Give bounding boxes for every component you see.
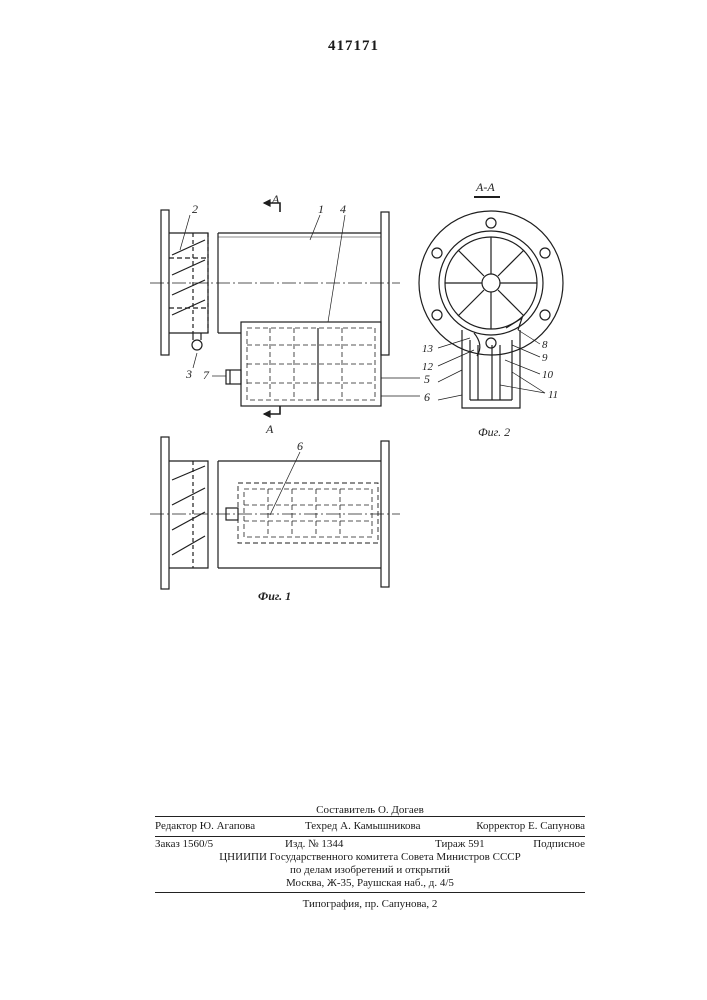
callout-13: 13 xyxy=(422,343,434,355)
callout-4: 4 xyxy=(340,202,346,216)
callout-6: 6 xyxy=(424,390,430,404)
callout-7: 7 xyxy=(203,368,210,382)
fig1-caption: Фиг. 1 xyxy=(258,589,291,603)
org-line-1: ЦНИИПИ Государственного комитета Совета … xyxy=(155,851,585,864)
rule-1 xyxy=(155,816,585,817)
callout-2: 2 xyxy=(192,202,198,216)
fig1-top-view xyxy=(150,200,420,417)
technical-drawing: 2 1 4 3 7 5 6 А А 6 Фиг. 1 А-А 13 12 8 9… xyxy=(0,0,707,620)
section-mark-top: А xyxy=(271,192,280,206)
callout-6-lower: 6 xyxy=(297,439,303,453)
right-flange xyxy=(381,212,389,355)
lower-chamber xyxy=(462,330,520,408)
callout-8: 8 xyxy=(542,339,548,351)
drain-nozzle xyxy=(192,340,202,350)
fig2-caption: Фиг. 2 xyxy=(478,425,510,439)
section-title: А-А xyxy=(475,180,495,194)
callout-12: 12 xyxy=(422,361,434,373)
section-mark-bottom: А xyxy=(265,422,274,436)
callout-11: 11 xyxy=(548,389,558,401)
rule-3 xyxy=(155,892,585,893)
corrector: Корректор Е. Сапунова xyxy=(476,820,585,833)
callout-10: 10 xyxy=(542,369,554,381)
org-line-2: по делам изобретений и открытий xyxy=(155,864,585,877)
print-run: Тираж 591 xyxy=(435,838,485,851)
callout-5: 5 xyxy=(424,372,430,386)
rule-2 xyxy=(155,836,585,837)
colophon: Составитель О. Догаев Редактор Ю. Агапов… xyxy=(155,804,585,914)
subscription: Подписное xyxy=(533,838,585,851)
edition: Изд. № 1344 xyxy=(285,838,343,851)
callout-1: 1 xyxy=(318,202,324,216)
printer: Типография, пр. Сапунова, 2 xyxy=(155,898,585,911)
fig1-front-view xyxy=(150,437,400,589)
outlet-nozzle xyxy=(226,370,241,384)
left-flange xyxy=(161,210,169,355)
address: Москва, Ж-35, Раушская наб., д. 4/5 xyxy=(155,877,585,890)
callout-3: 3 xyxy=(185,367,192,381)
callout-9: 9 xyxy=(542,352,548,364)
left-flange-lower xyxy=(161,437,169,589)
outer-flange xyxy=(419,211,563,355)
order: Заказ 1560/5 xyxy=(155,838,213,851)
techred: Техред А. Камышникова xyxy=(305,820,420,833)
editor: Редактор Ю. Агапова xyxy=(155,820,255,833)
